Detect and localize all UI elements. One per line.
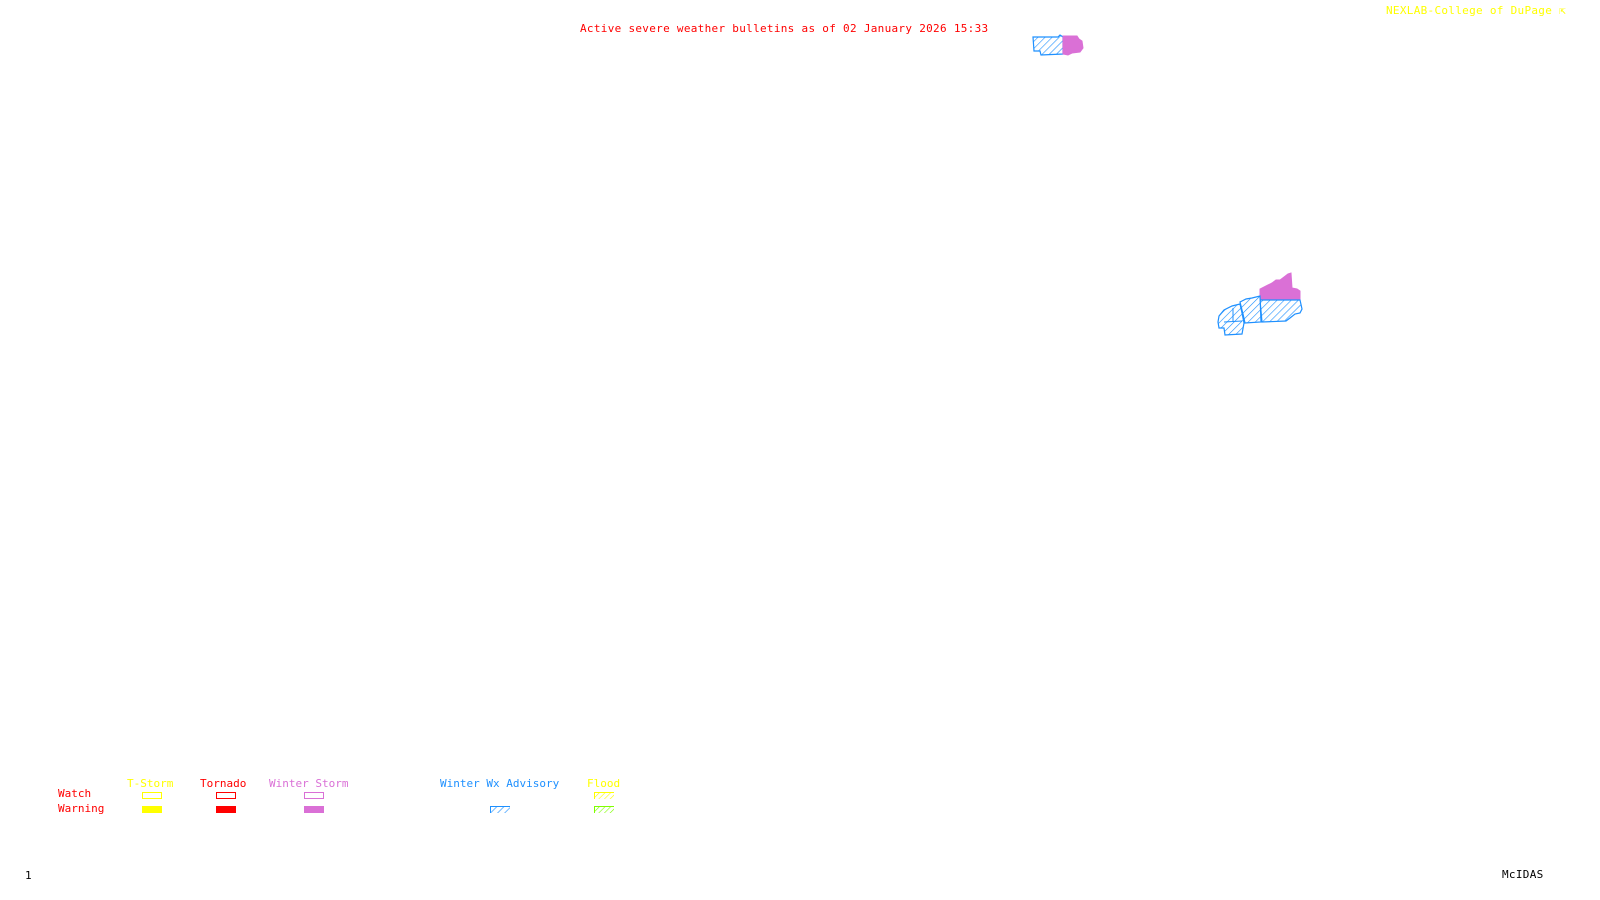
cursor-arrow-icon: ⇱ [1559,4,1567,17]
alert-area-east [1217,272,1303,336]
winter-wx-advisory-polygon [1239,295,1262,324]
legend-row-warning: Warning [58,802,105,815]
winter-storm-watch-swatch [304,792,324,799]
tornado-watch-swatch [216,792,236,799]
legend-label-tornado: Tornado [200,777,247,790]
legend-label-tstorm: T-Storm [127,777,174,790]
legend-label-flood: Flood [587,777,621,790]
flood-warning-swatch [594,806,614,813]
tornado-warning-swatch [216,806,236,813]
winter-wx-advisory-polygon [1032,34,1064,56]
winter-storm-warning-polygon [1062,35,1084,56]
software-label: McIDAS [1502,868,1544,881]
credit-text: NEXLAB-College of DuPage [1386,4,1553,17]
page-title: Active severe weather bulletins as of 02… [580,22,989,35]
winter-storm-warning-polygon [1259,272,1301,300]
winter-wx-advisory-polygon [1259,299,1303,323]
legend-label-winter-wx-advisory: Winter Wx Advisory [440,777,560,790]
tstorm-warning-swatch [142,806,162,813]
winter-wx-advisory-polygon [1217,303,1245,336]
county-boundary [1223,308,1243,323]
legend-row-watch: Watch [58,787,92,800]
flood-watch-swatch [594,792,614,799]
legend-label-winter-storm: Winter Storm [269,777,349,790]
tstorm-watch-swatch [142,792,162,799]
frame-number: 1 [25,869,32,882]
credit-label: NEXLAB-College of DuPage ⇱ [1386,5,1566,17]
winter-storm-warning-swatch [304,806,324,813]
winter-wx-advisory-swatch [490,806,510,813]
alert-area-north [1032,34,1084,56]
